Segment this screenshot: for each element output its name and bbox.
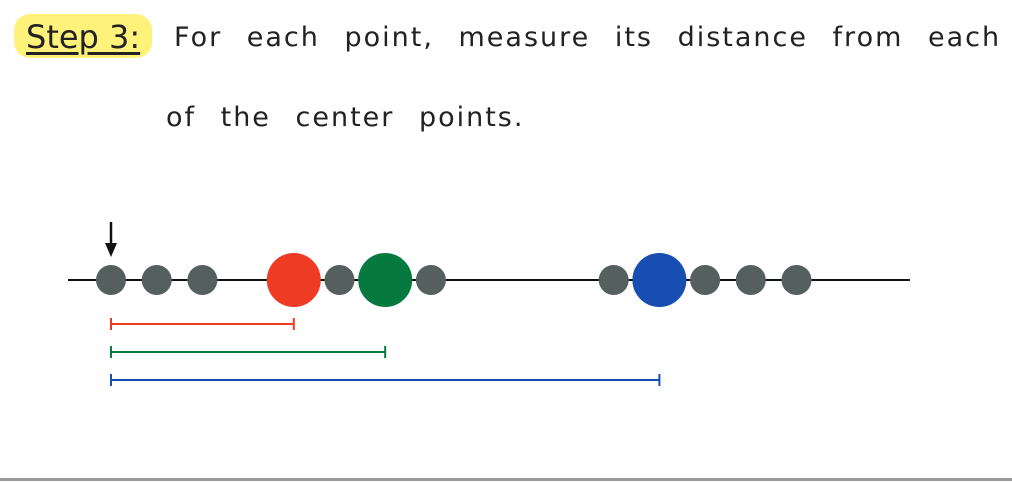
instruction-line-1: For each point, measure its distance fro… [174, 22, 1002, 53]
data-point [690, 265, 721, 295]
step-label-text: Step 3: [26, 18, 141, 56]
data-point [141, 265, 172, 295]
distance-lines [110, 318, 661, 386]
data-point [415, 265, 446, 295]
bottom-divider [0, 478, 1012, 481]
centers-layer [266, 253, 687, 307]
data-point [96, 265, 126, 295]
red-center [266, 253, 321, 307]
blue-center [632, 253, 687, 307]
distance-line-red [110, 318, 295, 330]
instruction-line-2: of the center points. [166, 102, 525, 133]
data-point [187, 265, 218, 295]
data-point [781, 265, 812, 295]
arrow-down-icon [105, 243, 117, 257]
arrow-layer [105, 222, 117, 257]
distance-line-green [110, 346, 387, 358]
distance-line-blue [110, 374, 661, 386]
data-point [324, 265, 355, 295]
data-point [598, 265, 629, 295]
points-layer [96, 265, 812, 295]
step-label: Step 3: [14, 14, 153, 58]
green-center [358, 253, 413, 307]
data-point [735, 265, 766, 295]
